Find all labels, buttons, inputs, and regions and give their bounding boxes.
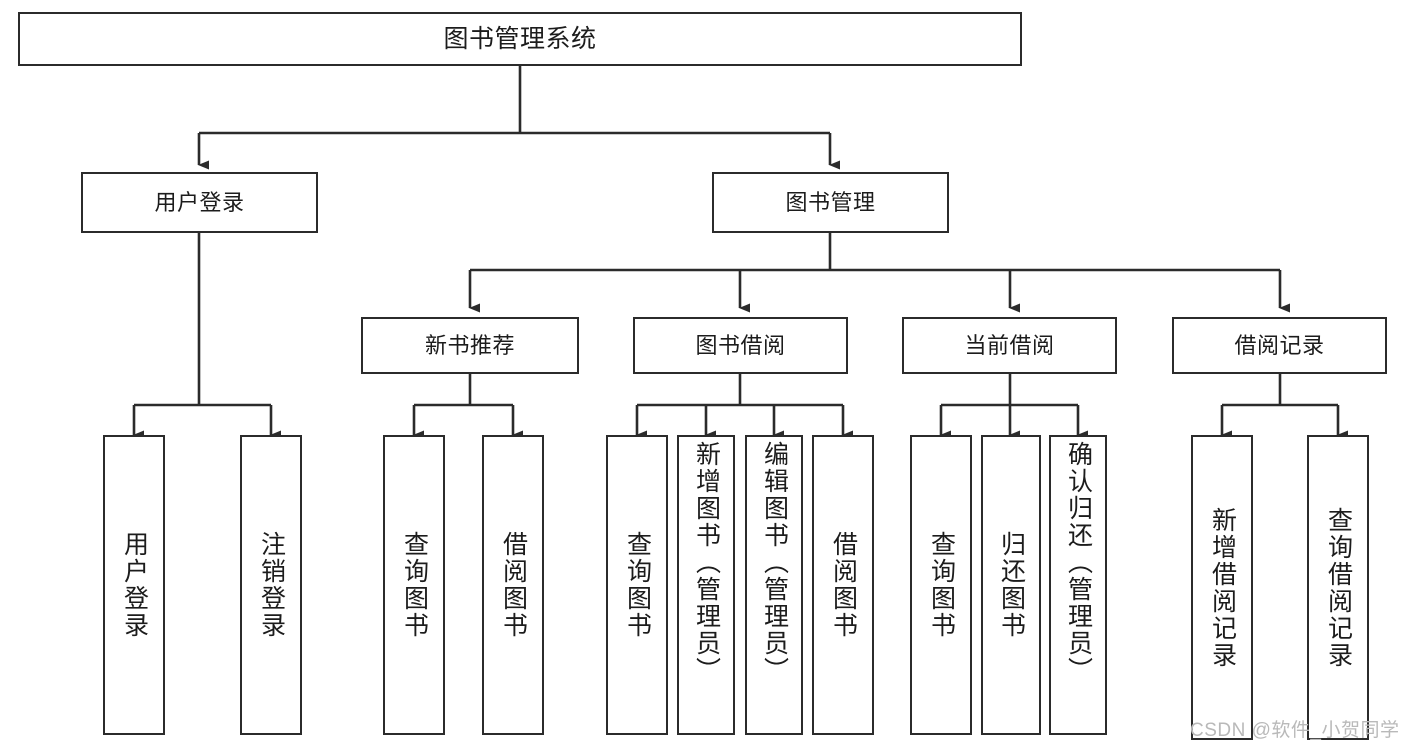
node-leaf-logout[interactable]: 注销登录 (240, 435, 302, 735)
node-label: 新增图书（管理员） (692, 441, 721, 684)
node-leaf-borrow-book-1[interactable]: 借阅图书 (482, 435, 544, 735)
node-leaf-add-record[interactable]: 新增借阅记录 (1191, 435, 1253, 740)
csdn-watermark: CSDN @软件_小贺同学 (1190, 720, 1400, 741)
node-book-borrow[interactable]: 图书借阅 (633, 317, 848, 374)
node-label: 注销登录 (257, 531, 286, 639)
node-label: 图书管理 (785, 189, 876, 215)
node-book-management[interactable]: 图书管理 (712, 172, 949, 233)
node-label: 查询图书 (927, 531, 956, 639)
node-label: 用户登录 (120, 531, 149, 639)
node-leaf-query-book-1[interactable]: 查询图书 (383, 435, 445, 735)
node-leaf-borrow-book-2[interactable]: 借阅图书 (812, 435, 874, 735)
node-leaf-add-book[interactable]: 新增图书（管理员） (677, 435, 735, 735)
node-leaf-user-login[interactable]: 用户登录 (103, 435, 165, 735)
node-root-system[interactable]: 图书管理系统 (18, 12, 1022, 66)
node-label: 查询图书 (400, 531, 429, 639)
node-label: 确认归还（管理员） (1064, 441, 1093, 684)
node-label: 图书管理系统 (443, 24, 597, 53)
node-label: 借阅记录 (1234, 332, 1325, 358)
node-label: 编辑图书（管理员） (760, 441, 789, 684)
node-label: 新增借阅记录 (1208, 506, 1237, 669)
node-leaf-query-book-2[interactable]: 查询图书 (606, 435, 668, 735)
node-new-book-recommend[interactable]: 新书推荐 (361, 317, 579, 374)
node-label: 当前借阅 (964, 332, 1055, 358)
node-user-login[interactable]: 用户登录 (81, 172, 318, 233)
node-leaf-query-book-3[interactable]: 查询图书 (910, 435, 972, 735)
node-label: 查询图书 (623, 531, 652, 639)
node-current-borrow[interactable]: 当前借阅 (902, 317, 1117, 374)
node-leaf-confirm-return[interactable]: 确认归还（管理员） (1049, 435, 1107, 735)
node-label: 借阅图书 (829, 531, 858, 639)
node-leaf-query-record[interactable]: 查询借阅记录 (1307, 435, 1369, 740)
node-label: 借阅图书 (499, 531, 528, 639)
node-label: 新书推荐 (424, 332, 515, 358)
node-label: 归还图书 (997, 531, 1026, 639)
node-label: 用户登录 (154, 189, 245, 215)
node-leaf-return-book[interactable]: 归还图书 (981, 435, 1041, 735)
node-label: 查询借阅记录 (1324, 506, 1353, 669)
node-leaf-edit-book[interactable]: 编辑图书（管理员） (745, 435, 803, 735)
node-borrow-record[interactable]: 借阅记录 (1172, 317, 1387, 374)
node-label: 图书借阅 (695, 332, 786, 358)
